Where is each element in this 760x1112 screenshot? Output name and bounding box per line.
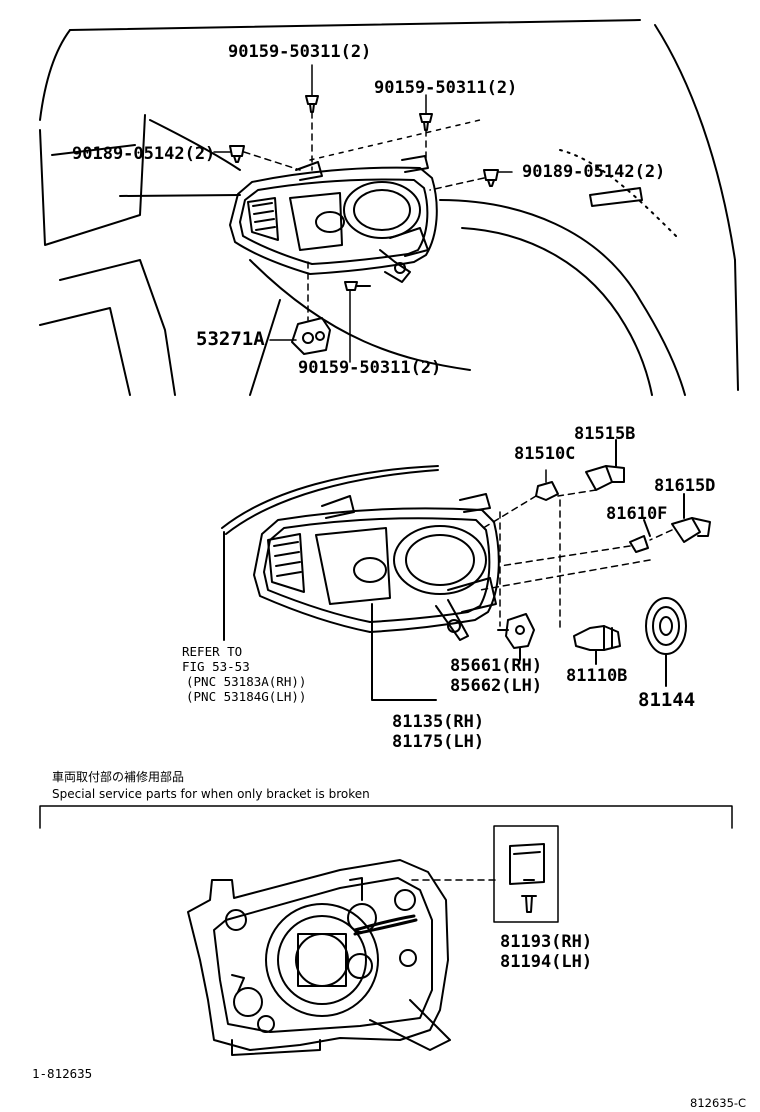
bolt-icon <box>305 95 319 113</box>
refer-line-2: FIG 53-53 <box>182 659 250 674</box>
callout-bolt-bottom: 90159-50311(2) <box>298 358 442 378</box>
service-kit-box <box>493 825 559 923</box>
callout-socket-small: 81515B <box>574 424 636 444</box>
callout-bracket: 53271A <box>196 328 265 350</box>
callout-assembly-lh: 81175(LH) <box>392 732 485 752</box>
callout-socket-side: 81615D <box>654 476 716 496</box>
footer-left-code: 1-812635 <box>32 1066 93 1081</box>
bolt-icon <box>344 281 371 291</box>
socket-small-icon <box>585 439 625 491</box>
vehicle-body-outline <box>39 19 739 396</box>
refer-line-3: (PNC 53183A(RH)) <box>186 674 307 689</box>
cap-icon <box>645 597 687 687</box>
callout-assembly-rh: 81135(RH) <box>392 712 485 732</box>
callout-leveling-rh: 85661(RH) <box>450 656 543 676</box>
callout-bulb-side: 81610F <box>606 504 668 524</box>
headlamp-upper <box>229 155 438 283</box>
callout-halogen-bulb: 81110B <box>566 666 628 686</box>
service-section-bracket <box>39 805 733 829</box>
lens-trim-strip <box>221 465 439 641</box>
english-note: Special service parts for when only brac… <box>52 787 370 801</box>
callout-cap: 81144 <box>638 689 696 711</box>
leader-lines-middle <box>479 469 673 631</box>
callout-bolt-top-right: 90159-50311(2) <box>374 78 518 98</box>
callout-leveling-lh: 85662(LH) <box>450 676 543 696</box>
leader-lines-upper <box>213 64 513 363</box>
callout-bolt-top-left: 90159-50311(2) <box>228 42 372 62</box>
refer-line-4: (PNC 53184G(LH)) <box>186 689 307 704</box>
clip-icon <box>229 145 245 163</box>
halogen-bulb-icon <box>573 625 621 665</box>
callout-clip-right: 90189-05142(2) <box>522 162 666 182</box>
headlamp-assembly <box>253 493 500 701</box>
callout-bulb-small: 81510C <box>514 444 576 464</box>
clip-icon <box>483 169 499 187</box>
bulb-side-icon <box>629 519 651 553</box>
footer-right-code: 812635-C <box>690 1096 747 1110</box>
japanese-note: 車両取付部の補修用部品 <box>52 770 185 784</box>
bracket-part-icon <box>291 317 331 355</box>
callout-clip-left: 90189-05142(2) <box>72 144 216 164</box>
bulb-small-icon <box>535 481 559 501</box>
callout-kit-lh: 81194(LH) <box>500 952 593 972</box>
refer-line-1: REFER TO <box>182 644 243 659</box>
headlamp-rear-view <box>187 859 451 1056</box>
leveling-motor-icon <box>497 613 535 661</box>
socket-side-icon <box>671 493 711 543</box>
bolt-icon <box>419 113 433 131</box>
callout-kit-rh: 81193(RH) <box>500 932 593 952</box>
